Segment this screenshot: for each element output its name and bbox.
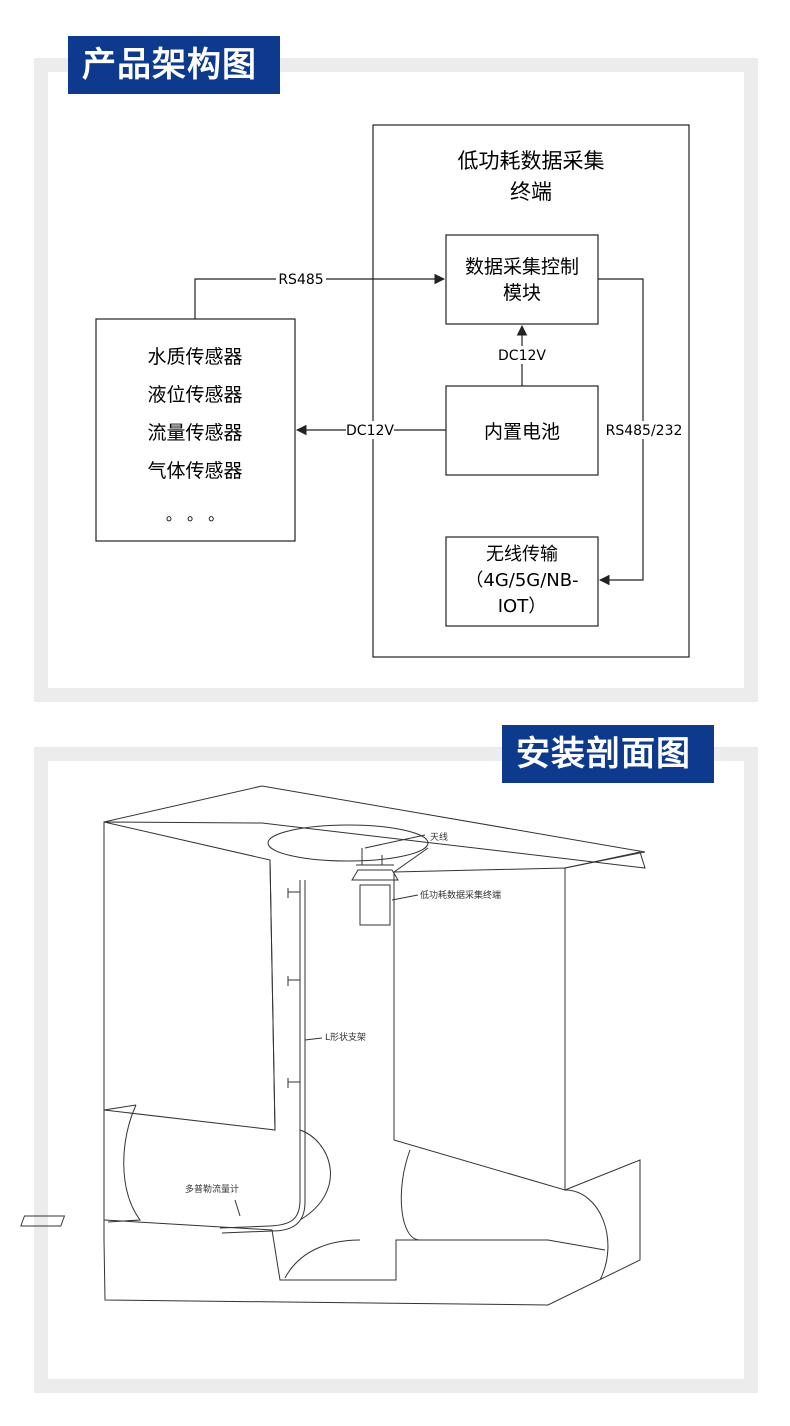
pipe-left-opening [107, 1104, 141, 1223]
control-module-line1: 数据采集控制 [465, 256, 579, 278]
installation-panel [34, 747, 758, 1393]
rs485-label: RS485 [278, 272, 323, 288]
pipe-bottom-edge [103, 1219, 606, 1281]
installation-title: 安装剖面图 [502, 725, 714, 783]
l-bracket [219, 880, 306, 1234]
installation-section-drawing: 天线 低功耗数据采集终端 L形状支架 多普勒流量计 [20, 785, 646, 1306]
terminal-title-line2: 终端 [510, 180, 552, 204]
terminal-box [372, 124, 690, 658]
left-face [103, 821, 276, 1131]
flowmeter-body [20, 1215, 66, 1227]
sensor-ellipsis: 。 。 。 [166, 505, 224, 524]
callout-flowmeter: 多普勒流量计 [185, 1183, 239, 1195]
right-face [393, 867, 566, 1191]
pipe-right-end [564, 1189, 609, 1281]
callout-terminal: 低功耗数据采集终端 [420, 889, 501, 901]
architecture-panel [34, 58, 758, 702]
control-module-box [445, 234, 599, 325]
architecture-title: 产品架构图 [68, 36, 280, 94]
dc12v-left-label: DC12V [346, 423, 394, 439]
sensor-gas: 气体传感器 [147, 460, 242, 482]
terminal-device [359, 884, 391, 926]
wireless-line3: IOT） [498, 596, 546, 617]
rs485-connector [194, 273, 446, 319]
architecture-diagram: 低功耗数据采集 终端 数据采集控制 模块 内置电池 无线传输 （4G/5G/NB… [95, 124, 690, 658]
terminal-cap [351, 864, 399, 881]
top-surface [103, 785, 646, 869]
control-module-line2: 模块 [503, 282, 541, 304]
callout-leaders [234, 834, 426, 1217]
battery-label: 内置电池 [484, 421, 560, 443]
callout-antenna: 天线 [430, 831, 448, 843]
shaft-to-pipe [284, 1129, 361, 1279]
pipe-right-opening [400, 1149, 421, 1241]
wireless-line1: 无线传输 [486, 544, 558, 565]
rs485-232-label: RS485/232 [606, 423, 683, 439]
wireless-box [445, 536, 599, 627]
callout-bracket: L形状支架 [325, 1031, 366, 1043]
sensor-flow: 流量传感器 [147, 422, 242, 444]
sensor-water-quality: 水质传感器 [147, 346, 242, 368]
terminal-title-line1: 低功耗数据采集 [458, 149, 605, 173]
antenna-mast [361, 848, 383, 865]
manhole-opening [267, 824, 429, 862]
sensor-level: 液位传感器 [147, 384, 242, 406]
bracket-mounts [287, 888, 300, 1088]
dc12v-up-label: DC12V [498, 348, 546, 364]
ground-block-outline [103, 821, 646, 1306]
wireless-line2: （4G/5G/NB- [465, 570, 578, 591]
